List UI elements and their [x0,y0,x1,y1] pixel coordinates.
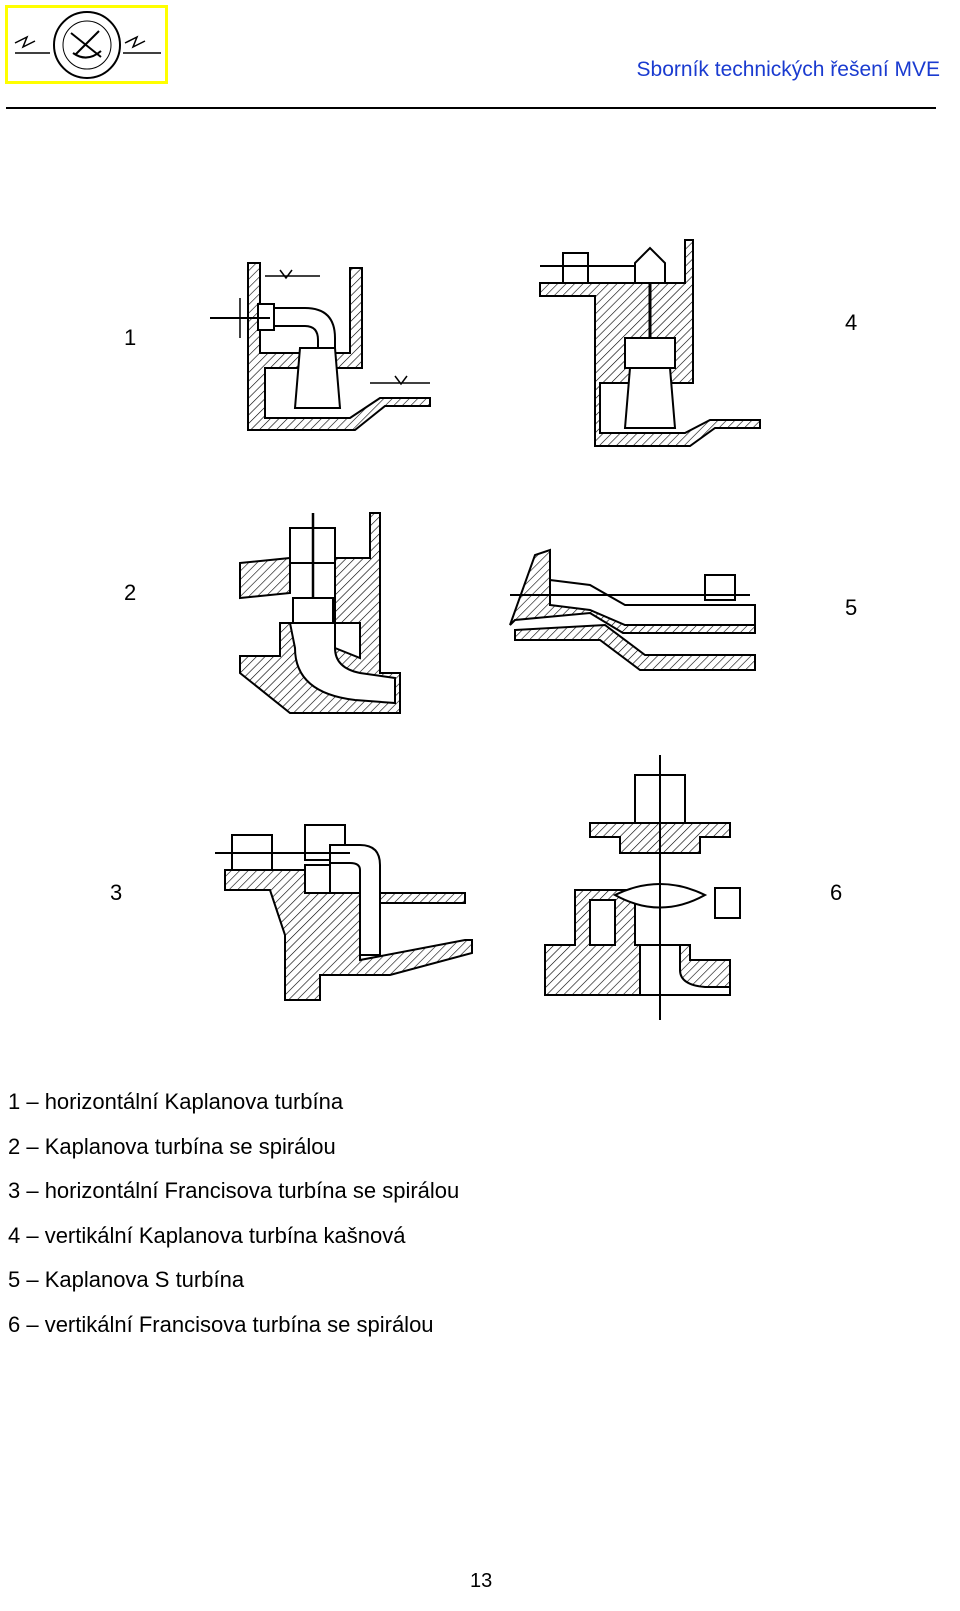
caption-item: 2 – Kaplanova turbína se spirálou [8,1133,336,1159]
figure-5-drawing [509,548,756,671]
page-number: 13 [470,1570,493,1592]
figure-6-number: 6 [830,880,843,905]
header-divider [6,107,936,109]
figure-4-drawing [539,239,761,447]
figure-4-number: 4 [845,310,858,335]
figure-3-number: 3 [110,880,123,905]
caption-item: 1 – horizontální Kaplanova turbína [8,1089,344,1114]
caption-item: 5 – Kaplanova S turbína [8,1267,245,1292]
organization-logo [5,5,168,84]
figure-3-drawing [215,824,473,1001]
figure-5-number: 5 [845,595,858,620]
caption-item: 3 – horizontální Francisova turbína se s… [8,1178,460,1203]
caption-item: 4 – vertikální Kaplanova turbína kašnová [8,1222,406,1248]
caption-list: 1 – horizontální Kaplanova turbína 2 – K… [8,1080,459,1347]
caption-item: 6 – vertikální Francisova turbína se spi… [8,1311,434,1337]
figure-2-drawing [239,512,401,714]
figure-1-drawing [210,262,431,431]
document-title: Sborník technických řešení MVE [636,58,940,81]
figure-6-drawing [544,755,741,1020]
figure-1-number: 1 [124,325,137,350]
figure-2-number: 2 [124,580,137,605]
